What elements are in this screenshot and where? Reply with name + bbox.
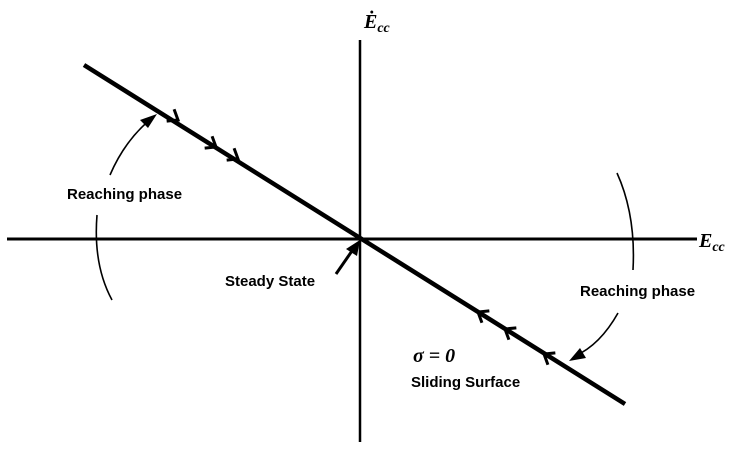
direction-arrow-icon [475,309,490,324]
reaching-arc-right [616,172,635,271]
reaching-phase-right-label: Reaching phase [580,283,695,300]
reaching-arc-right-lower [574,312,619,357]
y-axis-label: Ėcc [363,9,391,36]
reaching-phase-left-label: Reaching phase [67,186,182,203]
arrowhead-icon [346,240,360,256]
direction-arrow-icon [166,108,181,123]
arrowhead-icon [569,348,586,361]
steady-state-arrow [334,247,356,275]
direction-arrow-icon [541,351,556,366]
direction-arrow-icon [204,135,219,150]
direction-arrow-icon [502,326,517,341]
sliding-surface-label: Sliding Surface [411,374,520,391]
reaching-arc-left-lower [95,214,113,301]
steady-state-label: Steady State [225,273,315,290]
arrowhead-icon [140,114,157,128]
direction-arrow-icon [226,147,241,162]
x-axis-label: Ecc [698,230,726,255]
sigma-equation: σ = 0 [413,345,455,367]
reaching-arc-left [109,117,153,176]
